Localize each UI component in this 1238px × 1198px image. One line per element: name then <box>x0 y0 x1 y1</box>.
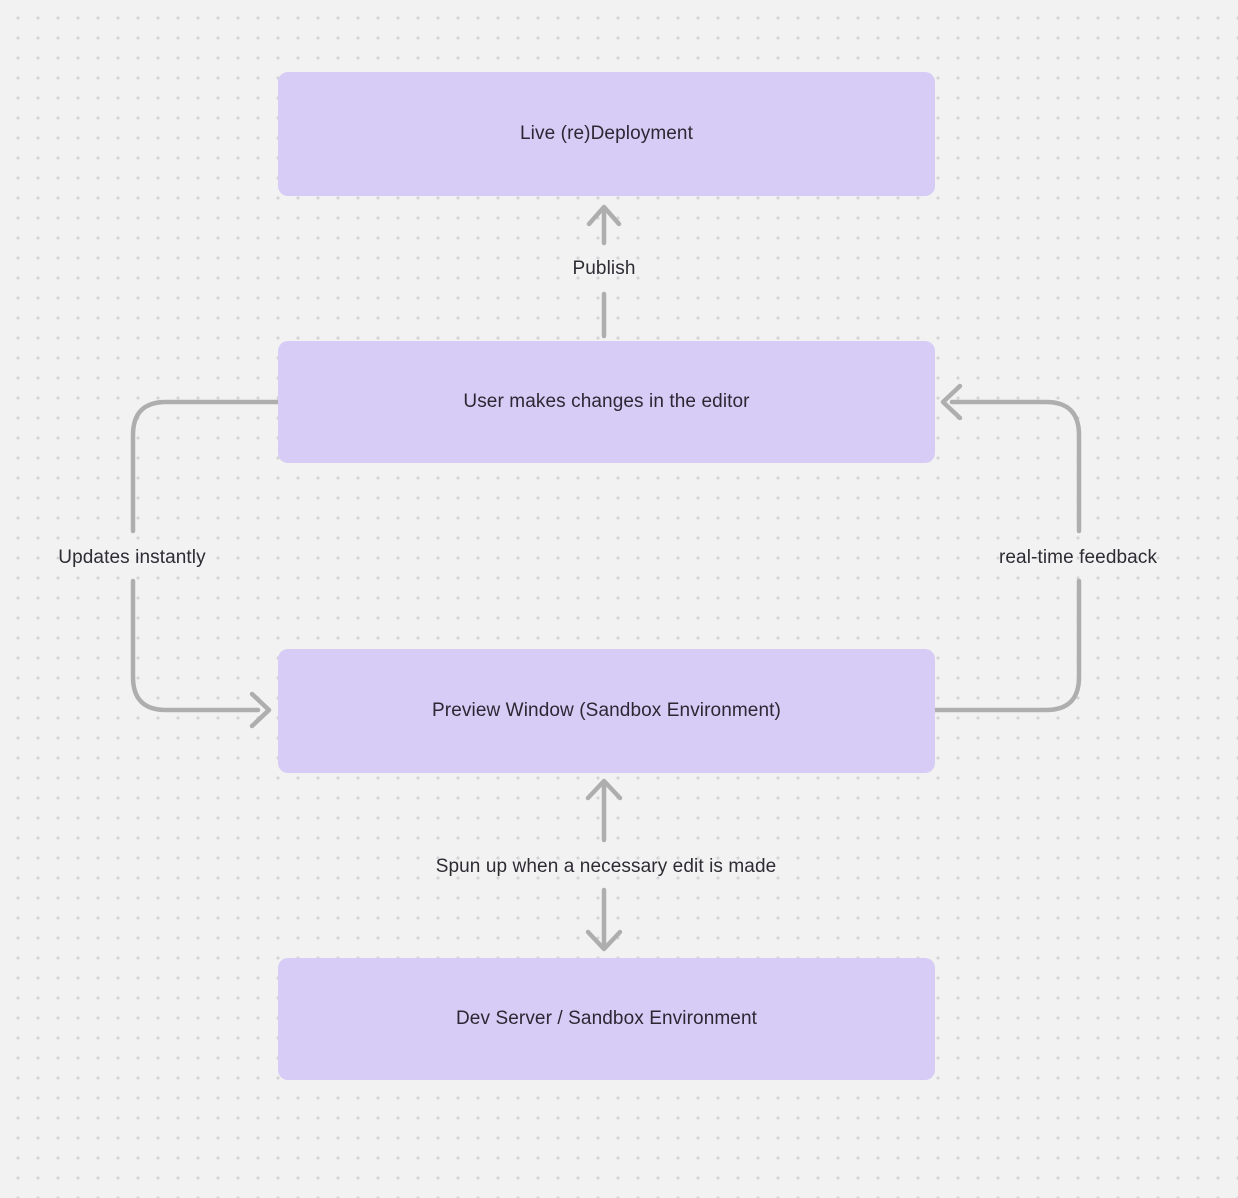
edge-label-spun-up: Spun up when a necessary edit is made <box>435 856 777 877</box>
node-live-redeployment[interactable]: Live (re)Deployment <box>278 72 935 196</box>
arrow-up-icon <box>585 778 623 801</box>
edge-label-publish: Publish <box>572 258 636 279</box>
edge-label-updates-instantly: Updates instantly <box>58 547 206 568</box>
node-preview-window-label: Preview Window (Sandbox Environment) <box>432 700 781 721</box>
node-editor-changes[interactable]: User makes changes in the editor <box>278 341 935 463</box>
edge-feedback-line-upper <box>949 399 1082 534</box>
node-live-redeployment-label: Live (re)Deployment <box>520 123 693 144</box>
edge-updates-line-lower <box>130 578 261 713</box>
node-dev-server-label: Dev Server / Sandbox Environment <box>455 1008 757 1029</box>
arrow-up-icon <box>586 204 622 227</box>
edge-updates-line-upper <box>130 399 281 534</box>
node-preview-window[interactable]: Preview Window (Sandbox Environment) <box>278 649 935 773</box>
arrow-right-icon <box>249 691 272 729</box>
edge-feedback-line-lower <box>932 578 1082 713</box>
arrow-left-icon <box>940 383 963 421</box>
arrow-down-icon <box>585 929 623 952</box>
node-dev-server[interactable]: Dev Server / Sandbox Environment <box>278 958 935 1080</box>
node-editor-changes-label: User makes changes in the editor <box>463 391 750 412</box>
edge-label-real-time-feedback: real-time feedback <box>998 547 1158 568</box>
